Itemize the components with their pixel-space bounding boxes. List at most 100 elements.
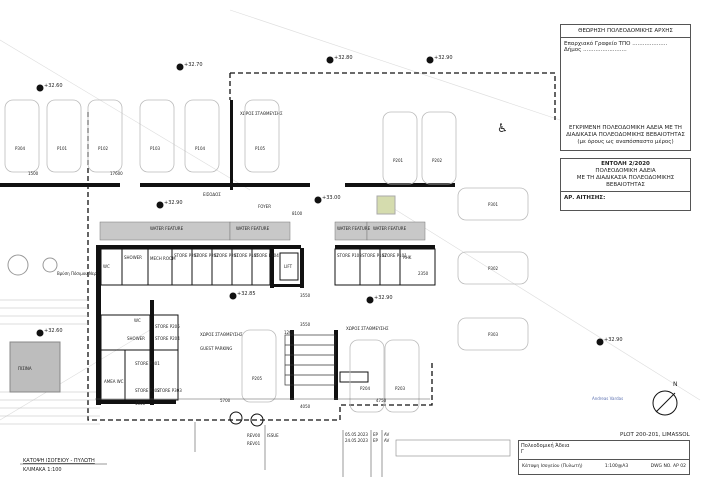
municipality-field: Δήμος ......................... xyxy=(564,47,627,53)
revision-check: AV xyxy=(384,432,389,437)
parking-space-label: P204 xyxy=(360,386,371,391)
level-marker-icon xyxy=(366,296,374,304)
level-label: +32.90 xyxy=(434,55,453,61)
car-outline xyxy=(184,99,220,173)
store-label: STORE P205 xyxy=(155,324,180,329)
revision-date: 24.05.2023 xyxy=(345,438,368,443)
water-feature-label: WATER FEATURE xyxy=(236,226,270,231)
level-marker-icon xyxy=(314,196,322,204)
car-outline xyxy=(382,111,418,185)
car-outline xyxy=(139,99,175,173)
order-text-1: ΠΟΛΕΟΔΟΜΙΚΗ ΑΔΕΙΑ xyxy=(595,168,656,174)
approval-panel: ΘΕΩΡΗΣΗ ΠΟΛΕΟΔΟΜΙΚΗΣ ΑΡΧΗΣ Επαρχιακό Γρα… xyxy=(560,24,691,151)
car-outline xyxy=(457,317,529,351)
parking-space-label: P202 xyxy=(432,158,443,163)
parking-space-label: P104 xyxy=(195,146,206,151)
car-outline xyxy=(46,99,82,173)
store-label: STORE P202 xyxy=(194,253,219,258)
revision-date: 05.05.2023 xyxy=(345,432,368,437)
lift-label: LIFT xyxy=(284,264,293,269)
approval-header: ΘΕΩΡΗΣΗ ΠΟΛΕΟΔΟΜΙΚΗΣ ΑΡΧΗΣ xyxy=(561,25,690,38)
order-title: ΕΝΤΟΛΗ 2/2020 xyxy=(601,161,650,167)
order-text-3: ΒΕΒΑΙΟΤΗΤΑΣ xyxy=(606,182,645,188)
dimension: 4750 xyxy=(376,398,387,403)
level-marker-icon xyxy=(426,56,434,64)
tree-icon xyxy=(42,257,58,273)
approval-text-3: (με όρους ως αναπόσπαστο μέρος) xyxy=(577,139,674,145)
drawing-number: DWG NO. AP 02 xyxy=(650,464,686,469)
entrance-label: ΕΙΣΟΔΟΣ xyxy=(203,192,221,197)
section-marker-icon xyxy=(229,411,264,427)
dimension: 8100 xyxy=(292,211,303,216)
water-feature-label: WATER FEATURE xyxy=(337,226,371,231)
level-marker-icon xyxy=(156,201,164,209)
level-label: +32.90 xyxy=(604,337,623,343)
car-outline xyxy=(457,187,529,221)
parking-space-label: P201 xyxy=(393,158,404,163)
store-label: STORE P105 xyxy=(234,253,259,258)
level-label: +33.00 xyxy=(322,195,341,201)
approval-text-1: ΕΓΚΡΙΜΕΝΗ ΠΟΛΕΟΔΟΜΙΚΗ ΑΔΕΙΑ ΜΕ ΤΗ xyxy=(569,125,682,131)
parking-area-label: ΧΩΡΟΣ ΣΤΑΘΜΕΥΣΗΣ xyxy=(346,326,389,331)
car-outline xyxy=(457,251,529,285)
level-marker-icon xyxy=(176,63,184,71)
sheet-scale: 1:100@A3 xyxy=(604,464,629,469)
architect-stamp: Andreas Vardas xyxy=(592,396,623,401)
order-text-2: ΜΕ ΤΗ ΔΙΑΔΙΚΑΣΙΑ ΠΟΛΕΟΔΟΜΙΚΗΣ xyxy=(576,175,675,181)
dimension: 4550 xyxy=(135,401,146,406)
revision-check: AV xyxy=(384,438,389,443)
dimension: 2350 xyxy=(418,271,429,276)
parking-area-label: ΧΩΡΟΣ ΣΤΑΘΜΕΥΣΗΣ xyxy=(200,332,243,337)
level-marker-icon xyxy=(36,329,44,337)
mech-room-label: MECH ROOM xyxy=(150,256,176,261)
dimension: 1200 xyxy=(284,330,295,335)
store-label: STORE P101 xyxy=(382,253,407,258)
north-label: N xyxy=(673,381,678,388)
level-label: +32.60 xyxy=(44,83,63,89)
lower-rooms xyxy=(100,314,369,401)
parking-space-label: P304 xyxy=(15,146,26,151)
level-label: +32.90 xyxy=(164,200,183,206)
plot-label: PLOT 200-201, LIMASSOL xyxy=(620,432,690,438)
store-label: STORE P303 xyxy=(157,388,182,393)
rev00-label: REV00 xyxy=(247,433,261,438)
foyer-label: FOYER xyxy=(258,204,271,209)
wc-label: WC xyxy=(103,264,110,269)
wheelchair-icon: ♿ xyxy=(497,121,508,135)
level-marker-icon xyxy=(326,56,334,64)
construction-lines xyxy=(0,9,701,421)
planning-office-field: Επαρχιακό Γραφείο ΤΠΟ ..................… xyxy=(564,41,668,47)
water-feature-label: WATER FEATURE xyxy=(150,226,184,231)
revision-box xyxy=(395,439,511,457)
store-label: STORE P203 xyxy=(174,253,199,258)
project-title: Πολεοδομική Άδεια xyxy=(521,443,570,449)
car-outline xyxy=(384,339,420,413)
shower-label: SHOWER xyxy=(124,255,142,260)
water-features xyxy=(99,221,426,241)
car-outline xyxy=(349,339,385,413)
revision-by: EP xyxy=(373,432,379,437)
drawing-title: ΚΑΤΟΨΗ ΙΣΟΓΕΙΟΥ - ΠΥΛΩΤΗ xyxy=(23,458,95,464)
dimension: 5700 xyxy=(220,398,231,403)
parking-space-label: P103 xyxy=(150,146,161,151)
dimension: 1500 xyxy=(28,171,39,176)
dimension: 3550 xyxy=(300,293,311,298)
shower-label: SHOWER xyxy=(127,336,145,341)
order-panel: ΕΝΤΟΛΗ 2/2020 ΠΟΛΕΟΔΟΜΙΚΗ ΑΔΕΙΑ ΜΕ ΤΗ ΔΙ… xyxy=(560,158,691,211)
level-label: +32.80 xyxy=(334,55,353,61)
car-outline xyxy=(4,99,40,173)
rev01-label: REV01 xyxy=(247,441,261,446)
approval-text-2: ΔΙΑΔΙΚΑΣΙΑ ΠΟΛΕΟΔΟΜΙΚΗΣ ΒΕΒΑΙΟΤΗΤΑΣ xyxy=(566,132,685,138)
store-label: STORE P302 xyxy=(135,388,160,393)
car-outline xyxy=(244,99,280,173)
guest-parking-label: GUEST PARKING xyxy=(200,346,232,351)
water-feature-label: WATER FEATURE xyxy=(373,226,407,231)
level-label: +32.70 xyxy=(184,62,203,68)
north-arrow-icon xyxy=(652,390,678,416)
store-label: STORE P102 xyxy=(362,253,387,258)
wc-label: WC xyxy=(134,318,141,323)
dimension: 17600 xyxy=(110,171,123,176)
level-label: +32.90 xyxy=(374,295,393,301)
dimension: 4050 xyxy=(300,404,311,409)
